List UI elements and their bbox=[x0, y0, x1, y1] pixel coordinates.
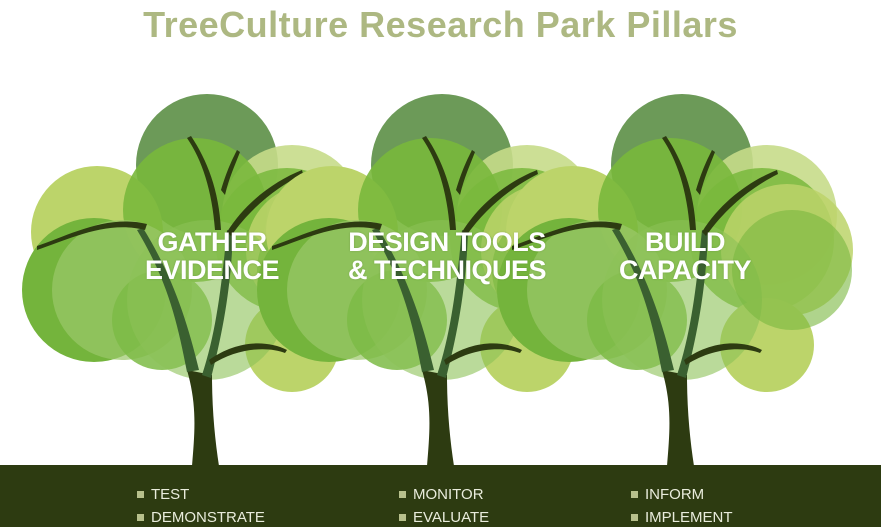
list-item: IMPLEMENT bbox=[631, 506, 733, 529]
square-bullet-icon bbox=[399, 491, 406, 498]
tree-branch bbox=[422, 136, 456, 230]
list-item: EVALUATE bbox=[399, 506, 489, 529]
tree-branch bbox=[37, 221, 147, 250]
square-bullet-icon bbox=[399, 514, 406, 521]
tree-branch bbox=[702, 170, 778, 236]
tree-branch bbox=[662, 136, 696, 230]
label-line: & TECHNIQUES bbox=[347, 255, 547, 285]
square-bullet-icon bbox=[631, 514, 638, 521]
ground-band bbox=[0, 465, 881, 527]
tree-branch bbox=[684, 343, 762, 365]
tree-branch bbox=[137, 228, 199, 372]
tree-branch bbox=[444, 343, 522, 365]
square-bullet-icon bbox=[631, 491, 638, 498]
tree-branch bbox=[612, 228, 674, 372]
pillar-items-1: TEST DEMONSTRATE bbox=[137, 483, 265, 529]
item-text: MONITOR bbox=[413, 486, 484, 503]
label-line: EVIDENCE bbox=[144, 255, 280, 285]
foliage-circle bbox=[602, 220, 762, 380]
list-item: TEST bbox=[137, 483, 265, 506]
label-line: CAPACITY bbox=[618, 255, 752, 285]
page-title: TreeCulture Research Park Pillars bbox=[143, 4, 738, 45]
tree-branch bbox=[202, 230, 233, 378]
tree-branch bbox=[512, 221, 622, 250]
label-line: GATHER bbox=[157, 227, 268, 257]
tree-branch bbox=[462, 170, 538, 236]
tree-branch bbox=[437, 230, 468, 378]
tree-branch bbox=[372, 228, 434, 372]
list-item: MONITOR bbox=[399, 483, 489, 506]
item-text: TEST bbox=[151, 486, 190, 503]
pillar-label-gather-evidence: GATHER EVIDENCE bbox=[82, 228, 342, 284]
pillar-items-2: MONITOR EVALUATE bbox=[399, 483, 489, 529]
pillar-label-build-capacity: BUILD CAPACITY bbox=[555, 228, 815, 284]
tree-branch bbox=[662, 370, 694, 466]
item-text: DEMONSTRATE bbox=[151, 509, 265, 526]
tree-branch bbox=[456, 150, 475, 195]
tree-branch bbox=[209, 343, 287, 365]
tree-branch bbox=[272, 221, 382, 250]
tree-branch bbox=[187, 136, 221, 230]
label-line: BUILD bbox=[645, 227, 726, 257]
square-bullet-icon bbox=[137, 514, 144, 521]
pillar-label-design-tools: DESIGN TOOLS & TECHNIQUES bbox=[317, 228, 577, 284]
pillar-items-3: INFORM IMPLEMENT bbox=[631, 483, 733, 529]
tree-branch bbox=[187, 370, 219, 466]
foliage-circle bbox=[127, 220, 287, 380]
item-text: IMPLEMENT bbox=[645, 509, 733, 526]
item-text: EVALUATE bbox=[413, 509, 490, 526]
tree-branch bbox=[677, 230, 708, 378]
label-line: DESIGN TOOLS bbox=[348, 227, 546, 257]
tree-branch bbox=[696, 150, 715, 195]
foliage-circle bbox=[732, 210, 852, 330]
tree-branch bbox=[422, 370, 454, 466]
list-item: INFORM bbox=[631, 483, 733, 506]
foliage-circle bbox=[362, 220, 522, 380]
tree-branch bbox=[227, 170, 303, 236]
tree-3 bbox=[497, 94, 853, 466]
square-bullet-icon bbox=[137, 491, 144, 498]
item-text: INFORM bbox=[645, 486, 705, 503]
tree-branch bbox=[221, 150, 240, 195]
list-item: DEMONSTRATE bbox=[137, 506, 265, 529]
